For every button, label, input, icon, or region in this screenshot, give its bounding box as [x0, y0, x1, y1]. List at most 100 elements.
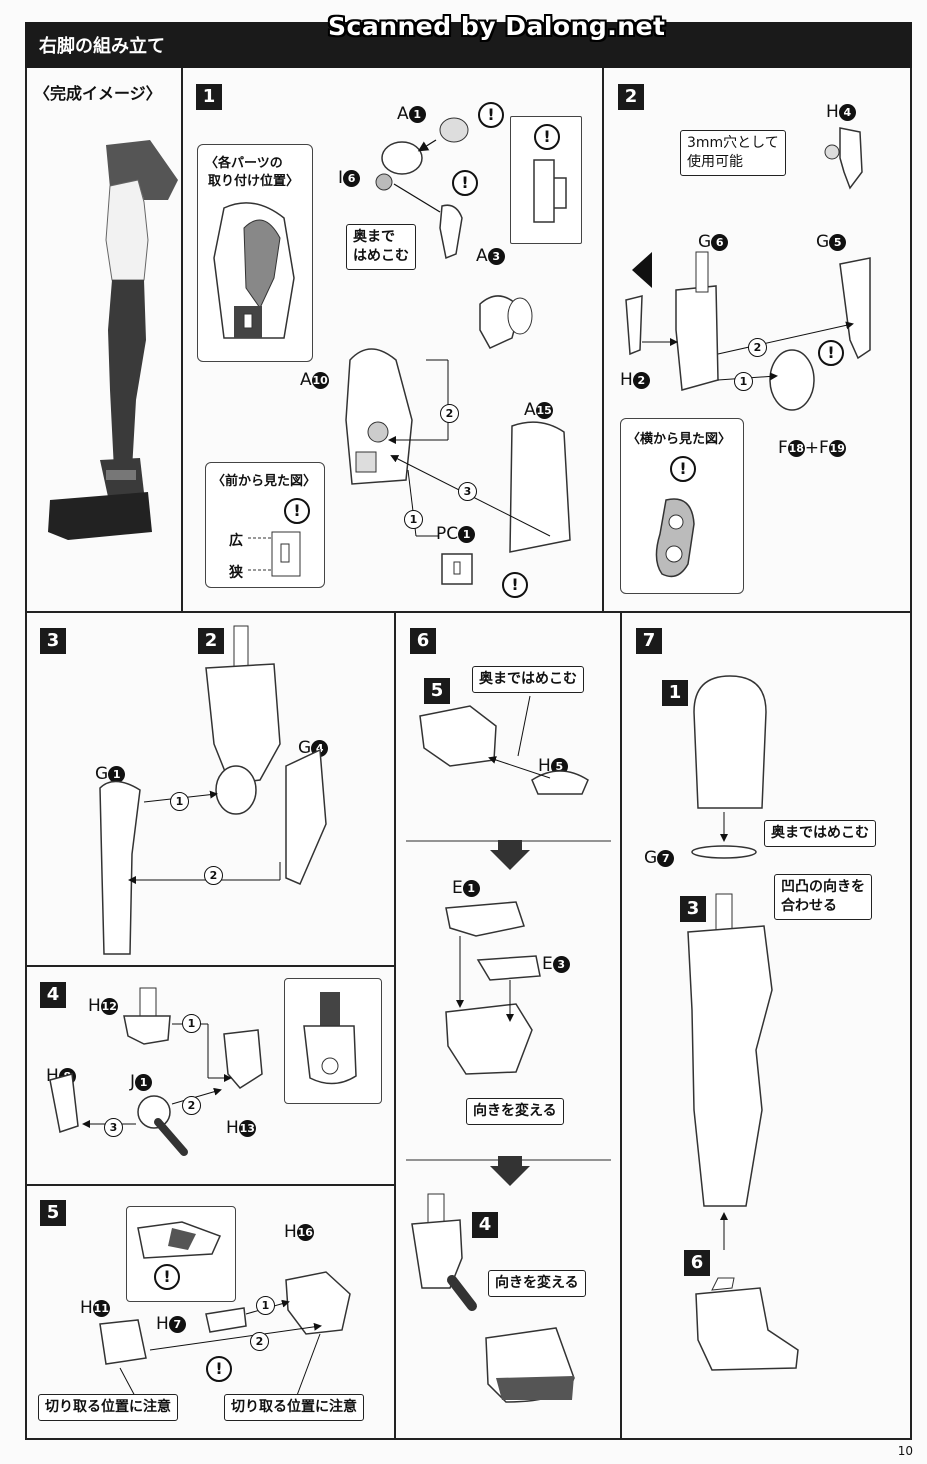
- step3-parts-drawing: [99, 625, 327, 955]
- step-5-number: 5: [40, 1200, 66, 1226]
- section-title: 右脚の組み立て: [39, 36, 165, 57]
- step6-turn-callout-2: 向きを変える: [488, 1270, 586, 1297]
- step1-order-3: 3: [458, 482, 477, 501]
- step-2-number: 2: [618, 84, 644, 110]
- step4-order-3: 3: [104, 1118, 123, 1137]
- scan-watermark: Scanned by Dalong.net: [328, 12, 666, 41]
- step6-ref-step4: 4: [472, 1212, 498, 1238]
- step5-h7-warning-icon: !: [206, 1356, 232, 1382]
- step5-caution-left: 切り取る位置に注意: [38, 1394, 178, 1421]
- step2-side-view-title: 〈横から見た図〉: [627, 432, 732, 447]
- step2-part-f18-f19: F18+F19: [778, 438, 846, 458]
- step7-top-cover: [693, 675, 767, 809]
- step2-h4-part: [824, 127, 863, 190]
- step1-front-view-drawing: [248, 531, 301, 577]
- step6-bottom-drawing: [411, 1193, 575, 1403]
- step1-front-view-title: 〈前から見た図〉: [212, 474, 317, 489]
- step1-narrow-label: 狭: [229, 565, 243, 581]
- step7-align-line1: 凹凸の向きを: [781, 879, 865, 895]
- step1-main-assembly: [345, 348, 571, 585]
- step1-detail-drawing: [533, 159, 567, 223]
- step7-press-in-callout: 奥まではめこむ: [764, 820, 876, 847]
- step4-parts-drawing: [49, 987, 263, 1156]
- step1-detail-warning-icon: !: [534, 124, 560, 150]
- step-3-number: 3: [40, 628, 66, 654]
- step1-pc-warning-icon: !: [502, 572, 528, 598]
- step6-arrow-down-2: [490, 1156, 530, 1186]
- step5-detail-warning-icon: !: [154, 1264, 180, 1290]
- step2-3mm-hole-callout: 3mm穴として 使用可能: [680, 130, 786, 176]
- step6-ref-step5: 5: [424, 678, 450, 704]
- step5-detail-drawing: [137, 1221, 222, 1259]
- step1-order-2: 2: [440, 404, 459, 423]
- page-number: 10: [897, 1444, 913, 1458]
- step4-order-2: 2: [182, 1096, 201, 1115]
- step1-callout-line2: はめこむ: [353, 248, 409, 264]
- step7-align-line2: 合わせる: [781, 898, 837, 914]
- step2-side-view-drawing: [655, 498, 695, 578]
- step5-caution-right: 切り取る位置に注意: [224, 1394, 364, 1421]
- step4-detail-drawing: [303, 992, 357, 1085]
- step5-part-h11: H11: [80, 1298, 110, 1318]
- step7-ref-step1: 1: [662, 680, 688, 706]
- step6-top-drawing: [419, 695, 589, 795]
- step1-part-a10: A10: [300, 370, 329, 390]
- step-7-number: 7: [636, 628, 662, 654]
- step1-wide-label: 広: [229, 533, 243, 549]
- step1-callout-line1: 奥まで: [353, 229, 395, 245]
- step2-callout-line1: 3mm穴として: [687, 135, 779, 151]
- step7-ref-step3: 3: [680, 896, 706, 922]
- step3-ref-step2: 2: [198, 628, 224, 654]
- completed-leg-illustration: [48, 140, 178, 540]
- step3-order-2: 2: [204, 866, 223, 885]
- step1-parts-drawing: [375, 117, 533, 349]
- step7-align-callout: 凹凸の向きを 合わせる: [774, 874, 872, 920]
- step2-g5-warning-icon: !: [818, 340, 844, 366]
- step4-part-h13: H13: [226, 1118, 256, 1138]
- step3-order-1: 1: [170, 792, 189, 811]
- step5-part-h16: H16: [284, 1222, 314, 1242]
- step-6-number: 6: [410, 628, 436, 654]
- step5-order-1: 1: [256, 1296, 275, 1315]
- step2-callout-line2: 使用可能: [687, 154, 743, 170]
- step1-part-a15: A15: [524, 400, 553, 420]
- step7-ref-step6: 6: [684, 1250, 710, 1276]
- section-header: 右脚の組み立て: [25, 22, 912, 68]
- step1-a3-warning-icon: !: [452, 170, 478, 196]
- step2-order-2: 2: [748, 338, 767, 357]
- step1-inset-part-drawing: [213, 202, 295, 339]
- completed-image-title: 〈完成イメージ〉: [34, 84, 162, 103]
- step2-parts-drawing: [625, 251, 871, 411]
- step1-front-view-box: [205, 462, 325, 588]
- step1-order-1: 1: [404, 510, 423, 529]
- step-4-number: 4: [40, 982, 66, 1008]
- step5-parts-drawing: [99, 1271, 351, 1399]
- step6-arrow-down-1: [490, 840, 530, 870]
- step4-order-1: 1: [182, 1014, 201, 1033]
- step2-order-1: 1: [734, 372, 753, 391]
- step1-inset-title-line2: 取り付け位置〉: [208, 174, 300, 189]
- step-1-number: 1: [196, 84, 222, 110]
- step2-side-view-warning-icon: !: [670, 456, 696, 482]
- step5-order-2: 2: [250, 1332, 269, 1351]
- step6-press-in-callout: 奥まではめこむ: [472, 666, 584, 693]
- step1-front-view-warning-icon: !: [284, 498, 310, 524]
- step6-turn-callout-1: 向きを変える: [466, 1098, 564, 1125]
- step6-middle-drawing: [445, 901, 541, 1075]
- step4-part-h12: H12: [88, 996, 118, 1016]
